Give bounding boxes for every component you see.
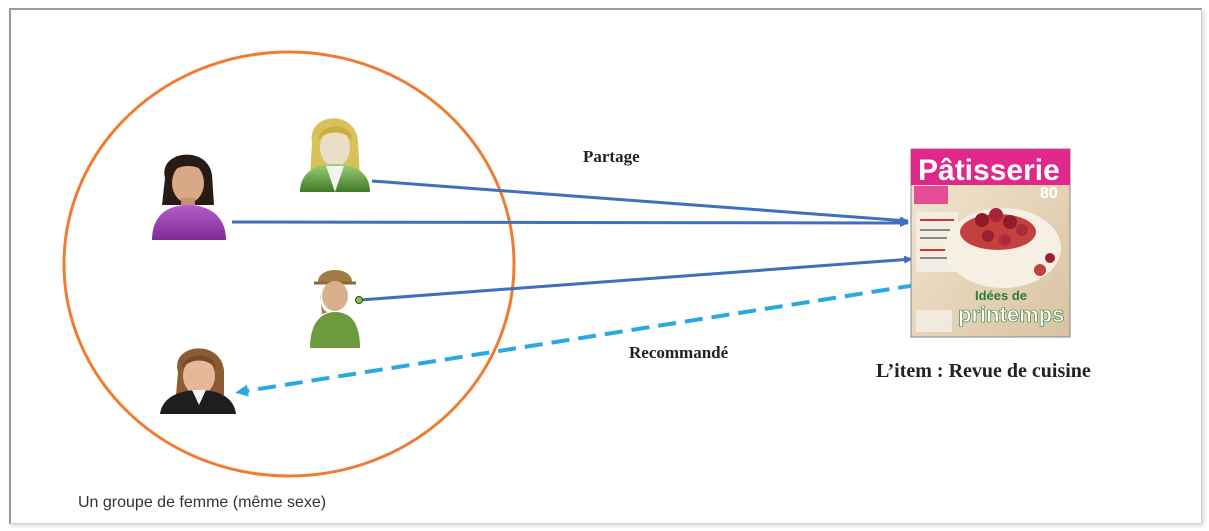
arrow-recommend (235, 283, 917, 397)
label-recommended: Recommandé (629, 343, 729, 362)
arrow-dot-start (355, 296, 363, 304)
magazine-cover-icon: Pâtisserie 80 Idées de printemps (910, 148, 1071, 338)
woman-black-suit-icon (160, 348, 236, 414)
arrow-share-olive (359, 255, 913, 302)
magazine-title: Pâtisserie (918, 154, 1060, 187)
woman-blonde-green-icon (300, 118, 370, 192)
label-group: Un groupe de femme (même sexe) (78, 494, 327, 511)
arrow-share-blonde (371, 179, 909, 225)
label-share: Partage (583, 147, 640, 166)
group-circle (62, 50, 516, 478)
woman-green-hat-icon (310, 270, 360, 348)
svg-text:Idées de: Idées de (975, 288, 1027, 303)
magazine-issue: 80 (1040, 185, 1058, 202)
woman-purple-icon (152, 154, 226, 240)
figure-frame (9, 8, 1202, 524)
magazine-cover-line: printemps (958, 302, 1064, 327)
label-item: L’item : Revue de cuisine (876, 360, 1091, 382)
arrow-share-purple (231, 218, 909, 227)
